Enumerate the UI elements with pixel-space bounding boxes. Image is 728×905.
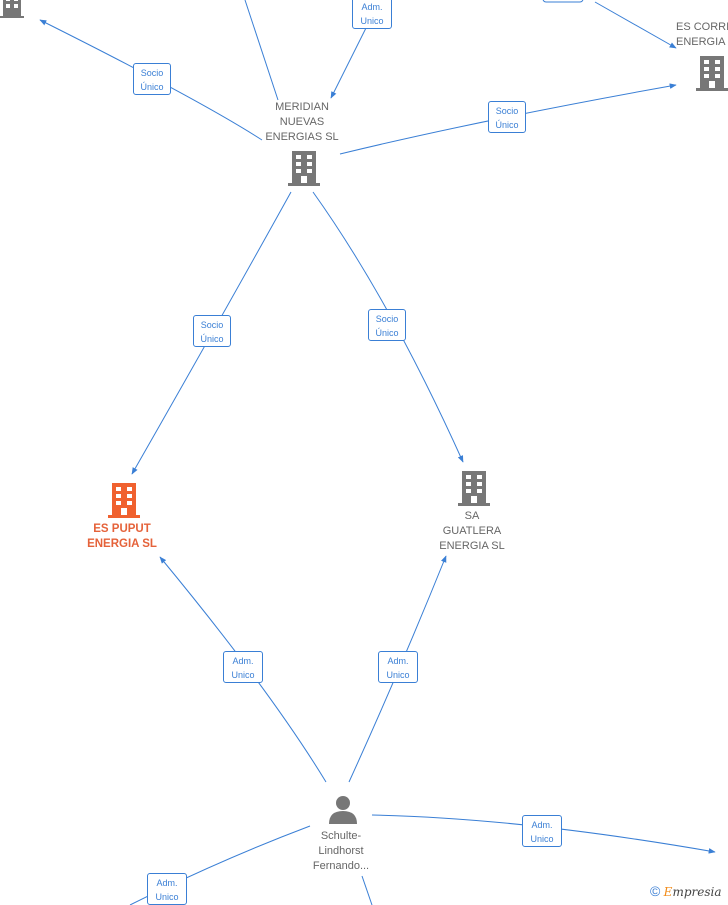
node-es-corrales-label[interactable]: ES CORRI ENERGIA [676, 21, 728, 48]
edge-badge-adm-unico: Adm. Unico [352, 0, 392, 29]
edge-line-top-to-meridian [244, 0, 279, 101]
edge-line-top-to-escorrales [594, 1, 677, 49]
building-icon [458, 471, 490, 506]
building-icon [288, 151, 320, 186]
node-es-puput-label[interactable]: ES PUPUT ENERGIA SL [87, 523, 157, 550]
edge-badge-adm-unico: Adm. Unico [378, 651, 418, 683]
person-icon [329, 796, 357, 824]
edge-badge-adm-unico: Adm. Unico [522, 815, 562, 847]
node-meridian-label[interactable]: MERIDIAN NUEVAS ENERGIAS SL [265, 101, 339, 143]
edge-badge-socio-unico: Socio Único [193, 315, 231, 347]
copyright-icon: © [650, 883, 661, 899]
edge-badge-socio-unico: Socio Único [368, 309, 406, 341]
brand-watermark: © Empresia [650, 883, 722, 899]
node-sa-guatlera-label[interactable]: SA GUATLERA ENERGIA SL [439, 510, 505, 552]
edge-badge-adm-unico: Adm. Unico [223, 651, 263, 683]
building-icon [696, 56, 728, 91]
edge-line-schulte-to-bottom [361, 875, 373, 905]
edge-badge-socio-unico: Socio Único [133, 63, 171, 95]
edge-badge-socio-unico: Socio Único [488, 101, 526, 133]
edge-badge-partial [542, 0, 584, 3]
building-icon-focus [108, 483, 140, 518]
building-icon [0, 0, 24, 18]
edge-line-meridian-to-topleft [39, 19, 263, 141]
node-schulte-label[interactable]: Schulte- Lindhorst Fernando... [312, 830, 370, 872]
edge-line-adm-to-meridian [330, 27, 367, 99]
empresia-logo: Empresia [663, 885, 722, 899]
edge-badge-adm-unico: Adm. Unico [147, 873, 187, 905]
